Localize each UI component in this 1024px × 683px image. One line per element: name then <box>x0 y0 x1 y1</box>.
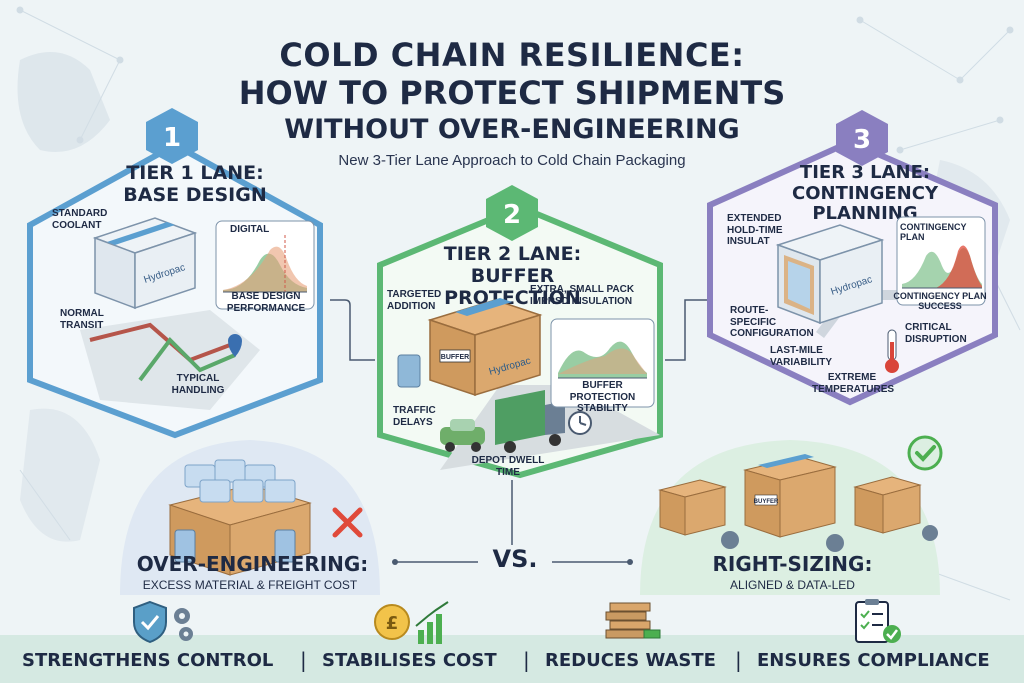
benefit-reduces-waste: REDUCES WASTE <box>545 650 716 671</box>
tier-2-stability-label: BUFFER PROTECTION STABILITY <box>569 380 636 414</box>
benefit-ensures-compliance: ENSURES COMPLIANCE <box>757 650 990 671</box>
cross-icon <box>332 507 363 538</box>
tier-1-performance-label: BASE DESIGN PERFORMANCE <box>226 291 306 314</box>
title-line-1: COLD CHAIN RESILIENCE: <box>279 36 745 74</box>
tier-1-title-line-1: TIER 1 LANE: <box>126 162 264 184</box>
car-icon <box>440 419 485 452</box>
benefits-bar <box>0 635 1024 683</box>
tier-3-title-line-1: TIER 3 LANE: <box>799 162 931 183</box>
subtitle: New 3-Tier Lane Approach to Cold Chain P… <box>338 152 686 169</box>
tier-1-badge: 1 <box>146 108 198 164</box>
tier-2-depot-label: DEPOT DWELL TIME <box>471 455 545 478</box>
tier-3-number: 3 <box>853 125 871 155</box>
tier-2-badge: 2 <box>486 185 538 241</box>
truck-icon <box>495 390 565 453</box>
title-line-2: HOW TO PROTECT SHIPMENTS <box>238 74 786 112</box>
svg-text:£: £ <box>386 613 399 634</box>
tier-2-chart-card <box>550 318 655 408</box>
over-engineering-subtitle: EXCESS MATERIAL & FREIGHT COST <box>142 578 358 592</box>
tier-2-traffic-label: TRAFFIC DELAYS <box>393 405 436 428</box>
tier-2-title-line-2: BUFFER PROTECTION <box>444 264 581 309</box>
tier-3-lastmile-label: LAST-MILE VARIABILITY <box>770 345 833 368</box>
tier-1-transit-label: NORMAL TRANSIT <box>60 308 104 331</box>
pound-coin-chart-icon: £ <box>374 601 449 644</box>
right-sizing-title: RIGHT-SIZING: <box>712 552 873 576</box>
benefit-strengthens-control: STRENGTHENS CONTROL <box>22 650 274 671</box>
gear-icon <box>721 525 938 552</box>
tier-1-coolant-label: STANDARD COOLANT <box>52 208 108 231</box>
tier-3-extreme-label: EXTREME TEMPERATURES <box>812 372 895 395</box>
tier-3-extended-label: EXTENDED HOLD-TIME INSULAT <box>727 213 783 247</box>
tier-1-digital-label: DIGITAL <box>230 224 270 235</box>
benefit-stabilises-cost: STABILISES COST <box>322 650 497 671</box>
over-engineering-dome <box>120 440 380 595</box>
over-engineering-title: OVER-ENGINEERING: <box>136 552 369 576</box>
tier-2-number: 2 <box>503 200 521 230</box>
shield-gear-icon <box>133 600 193 644</box>
tier-2-extra-label: EXTRA, SMALL PACK IMPRSD INSULATION <box>530 284 635 307</box>
tier-1-number: 1 <box>163 123 181 153</box>
tier-2-box: BUFFER Hydropac <box>427 298 543 397</box>
tier-3-title-line-2: CONTINGENCY PLANNING <box>792 182 938 225</box>
tier-3-critical-label: CRITICAL DISRUPTION <box>905 322 967 345</box>
check-icon <box>907 435 943 471</box>
tier-3-box: Hydropac <box>775 224 885 325</box>
benefit-separator: | <box>300 648 307 672</box>
coolant-pack-icon <box>397 354 421 388</box>
tier-3-success-label: CONTINGENCY PLAN SUCCESS <box>893 291 987 312</box>
right-sizing-subtitle: ALIGNED & DATA-LED <box>730 578 855 592</box>
checklist-icon <box>855 599 901 643</box>
tier-3-plan-label: CONTINGENCY PLAN <box>900 222 967 243</box>
tier-2-title-line-1: TIER 2 LANE: <box>443 243 582 265</box>
tier-1-title: TIER 1 LANE: BASE DESIGN <box>100 162 290 207</box>
tier-3-badge: 3 <box>836 110 888 166</box>
benefit-separator: | <box>735 648 742 672</box>
tier-2-box-tag: BUFFER <box>441 354 469 361</box>
tier-1-chart-card <box>215 220 315 310</box>
right-sizing-box-tag: BUYFER <box>754 499 779 505</box>
right-sizing-dome: BUYFER <box>640 435 943 595</box>
title-line-3: WITHOUT OVER-ENGINEERING <box>284 114 740 145</box>
stacked-materials-icon <box>605 602 661 639</box>
tier-3-chart-card <box>896 216 986 306</box>
tier-2-title: TIER 2 LANE: BUFFER PROTECTION <box>405 243 620 310</box>
tier-2-targeted-label: TARGETED ADDITION <box>387 289 442 312</box>
tier-1-handling-label: TYPICAL HANDLING <box>171 373 225 396</box>
tier-1-title-line-2: BASE DESIGN <box>123 183 267 206</box>
tier-3-route-label: ROUTE-SPECIFIC CONFIGURATION <box>730 305 814 339</box>
tier-1-box: Hydropac <box>92 217 198 310</box>
tier-3-title: TIER 3 LANE: CONTINGENCY PLANNING <box>740 162 990 225</box>
benefit-separator: | <box>523 648 530 672</box>
vs-label: VS. <box>492 545 538 573</box>
